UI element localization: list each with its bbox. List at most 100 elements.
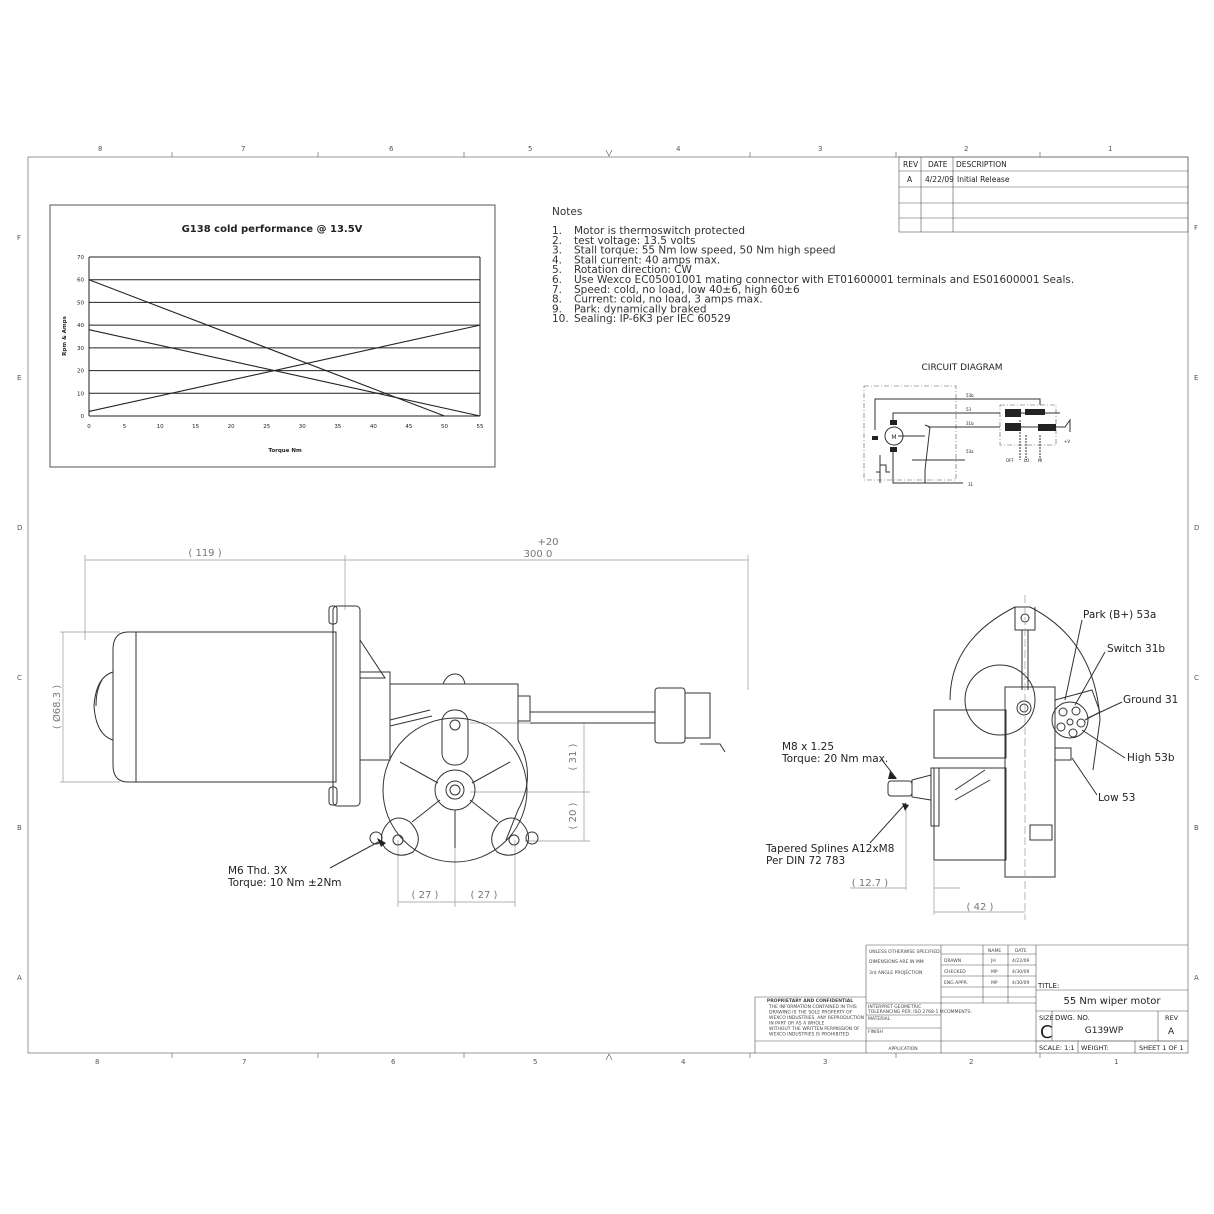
tb-eng-name: MP: [991, 980, 998, 986]
notes: Notes 1.Motor is thermoswitch protected2…: [552, 206, 1074, 325]
tb-checked-name: MP: [991, 969, 998, 975]
tb-rev-label: REV: [1165, 1014, 1179, 1022]
rev-description: Initial Release: [957, 175, 1010, 184]
chart-xtick-label: 25: [263, 424, 270, 430]
zone-row-left: B: [17, 824, 22, 832]
tb-rev: A: [1168, 1027, 1175, 1037]
label-ground-31: Ground 31: [1123, 694, 1178, 706]
note-number: 7.: [552, 284, 562, 296]
terminal-53a: 53a: [966, 449, 974, 454]
chart-series-line-2: [88, 329, 481, 417]
zone-col-top: 3: [818, 145, 822, 153]
tb-title: 55 Nm wiper motor: [1063, 996, 1161, 1007]
zone-ticks: [171, 149, 1041, 1061]
note-text: Park: dynamically braked: [574, 303, 707, 315]
dim-300-tolerance: +20: [537, 537, 558, 548]
zone-row-left: D: [17, 524, 22, 532]
chart-xlabel: Torque Nm: [268, 448, 302, 454]
zone-col-top: 2: [964, 145, 968, 153]
mount-torque-callout: Torque: 10 Nm ±2Nm: [227, 877, 342, 889]
zone-row-right: B: [1194, 824, 1199, 832]
terminal-53: 53: [966, 407, 972, 412]
tb-date-hdr: DATE: [1015, 948, 1027, 954]
zone-row-right: D: [1194, 524, 1199, 532]
zone-col-bottom: 7: [242, 1058, 246, 1066]
zone-row-right: E: [1194, 374, 1198, 382]
motor-outline: [93, 605, 726, 863]
rev-header: REV: [903, 160, 919, 169]
rev-date: 4/22/09: [925, 175, 954, 184]
chart-ytick-label: 50: [77, 300, 84, 306]
drawing-border: [27, 156, 1189, 1054]
zone-col-bottom: 8: [95, 1058, 99, 1066]
tb-dwg-label: DWG. NO.: [1055, 1014, 1090, 1022]
rev-value: A: [907, 175, 913, 184]
note-number: 3.: [552, 245, 562, 257]
zone-col-top: 7: [241, 145, 245, 153]
label-high-53b: High 53b: [1127, 752, 1175, 764]
tb-dims-mm: DIMENSIONS ARE IN MM: [869, 959, 924, 965]
tb-checked-label: CHECKED: [944, 969, 966, 975]
dim-27-right: ( 27 ): [471, 890, 498, 901]
tb-proprietary-line: DRAWING IS THE SOLE PROPERTY OF: [769, 1010, 853, 1016]
zone-row-left: E: [17, 374, 21, 382]
label-switch-31b: Switch 31b: [1107, 643, 1165, 655]
zone-col-top: 1: [1108, 145, 1112, 153]
tb-proprietary-line: WEXCO INDUSTRIES IS PROHIBITED.: [769, 1032, 850, 1038]
tb-finish: FINISH: [868, 1029, 883, 1035]
supply-label: +V: [1064, 439, 1070, 444]
thread-callout: M8 x 1.25: [782, 741, 834, 753]
note-text: Stall current: 40 amps max.: [574, 254, 720, 266]
chart-xtick-label: 40: [370, 424, 377, 430]
note-text: Rotation direction: CW: [574, 264, 692, 276]
tb-sheet: SHEET 1 OF 1: [1139, 1044, 1184, 1052]
chart-series-line-3: [88, 324, 481, 412]
note-number: 5.: [552, 264, 562, 276]
zone-row-left: C: [17, 674, 22, 682]
note-text: Sealing: IP-6K3 per IEC 60529: [574, 313, 731, 325]
revision-block: REV DATE DESCRIPTION A 4/22/09 Initial R…: [898, 156, 1189, 233]
label-low-53: Low 53: [1098, 792, 1135, 804]
note-text: test voltage: 13.5 volts: [574, 235, 695, 247]
tb-checked-date: 4/30/09: [1012, 969, 1029, 975]
zone-col-bottom: 6: [391, 1058, 396, 1066]
circuit-diagram: CIRCUIT DIAGRAM M 53b 53 31b 53a 31 OFF …: [863, 363, 1071, 487]
zone-col-top: 8: [98, 145, 102, 153]
border-zone-labels: 8 7 6 5 4 3 2 1 8 7 6 5 4 3 2 1 F E D C …: [17, 145, 1199, 1066]
zone-row-right: F: [1194, 224, 1198, 232]
date-header: DATE: [928, 160, 948, 169]
note-text: Use Wexco EC05001001 mating connector wi…: [574, 274, 1074, 286]
zone-col-top: 6: [389, 145, 394, 153]
switch-off: OFF: [1006, 458, 1014, 463]
dim-300: 300 0: [524, 549, 553, 560]
tb-material: MATERIAL: [868, 1016, 891, 1022]
dim-119: ( 119 ): [188, 548, 221, 559]
motor-symbol: [884, 426, 904, 446]
tb-dwg-no: G139WP: [1085, 1026, 1124, 1036]
note-number: 9.: [552, 303, 562, 315]
dim-27-left: ( 27 ): [412, 890, 439, 901]
chart-xtick-label: 35: [334, 424, 341, 430]
chart-ytick-label: 40: [77, 323, 84, 329]
zone-row-right: C: [1194, 674, 1199, 682]
terminal-31b: 31b: [966, 421, 974, 426]
tb-proprietary-line: THE INFORMATION CONTAINED IN THIS: [768, 1004, 857, 1010]
dim-12-7: ( 12.7 ): [852, 878, 889, 889]
tb-scale: SCALE: 1:1: [1039, 1044, 1075, 1052]
switch-lo: LO: [1024, 458, 1029, 463]
tb-weight: WEIGHT:: [1081, 1044, 1109, 1052]
tb-projection: 3rd ANGLE PROJECTION: [869, 970, 922, 976]
zone-col-bottom: 5: [533, 1058, 537, 1066]
chart-ytick-label: 20: [77, 369, 84, 375]
chart-ylabel: Rpm & Amps: [62, 315, 68, 355]
dim-42: ( 42 ): [967, 902, 994, 913]
note-number: 8.: [552, 294, 562, 306]
tb-comments: COMMENTS:: [944, 1009, 972, 1015]
tb-drawn-name: JH: [990, 958, 996, 964]
chart-xtick-label: 45: [405, 424, 412, 430]
zone-row-left: A: [17, 974, 22, 982]
chart-ytick-label: 0: [81, 414, 85, 420]
chart-xtick-label: 20: [228, 424, 235, 430]
dim-31: ( 31 ): [568, 743, 579, 770]
zone-col-bottom: 4: [681, 1058, 686, 1066]
